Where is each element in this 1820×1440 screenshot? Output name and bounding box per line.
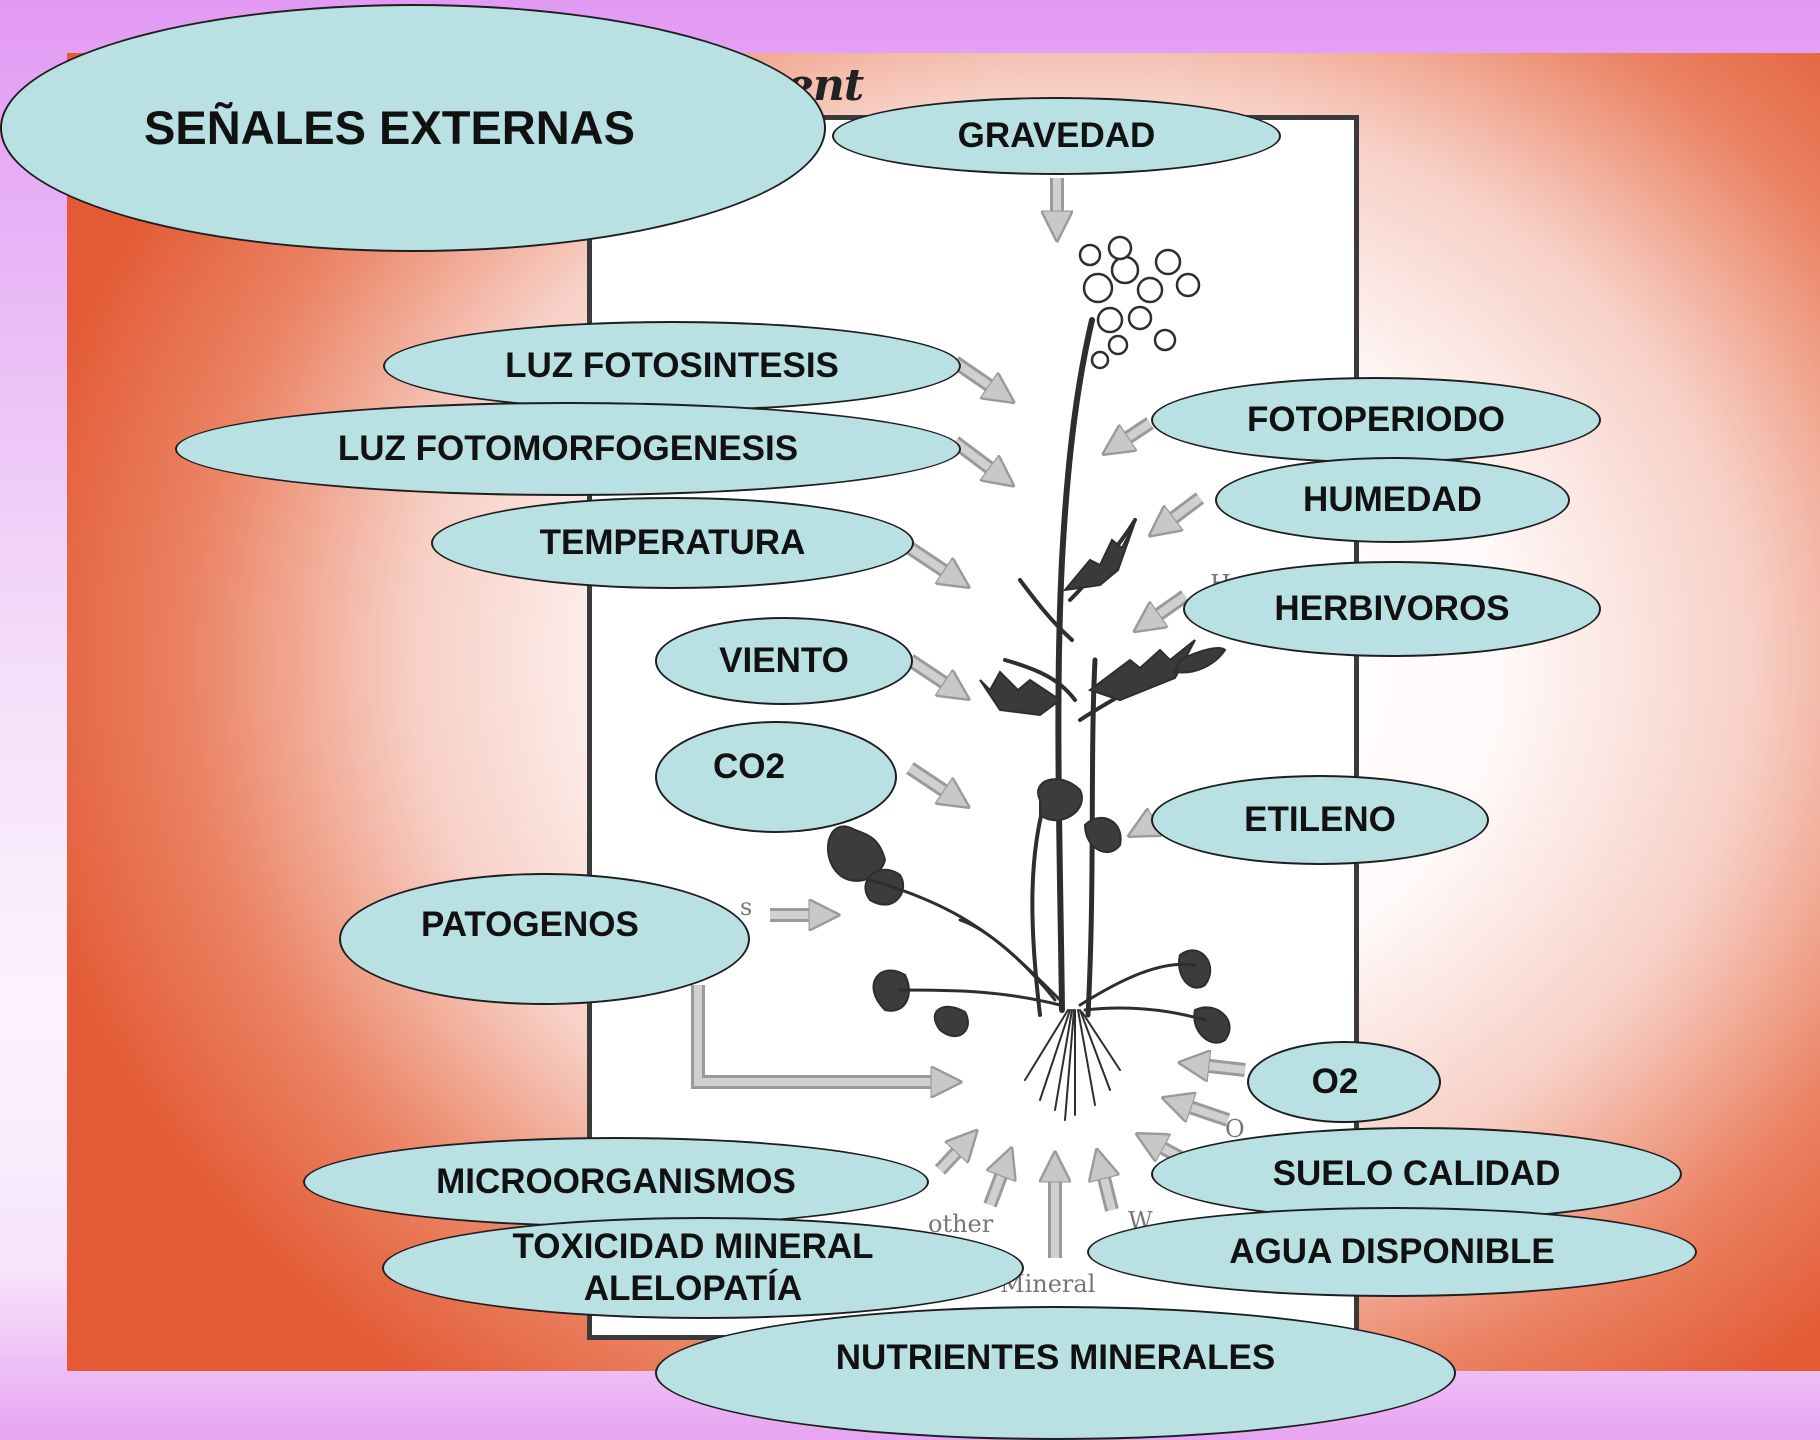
signal-gravedad: GRAVEDAD	[832, 97, 1281, 175]
signal-label: FOTOPERIODO	[1247, 399, 1505, 441]
signal-co2: CO2	[655, 721, 897, 833]
signal-label: GRAVEDAD	[958, 115, 1156, 157]
signal-label: VIENTO	[719, 640, 849, 682]
signal-label: LUZ FOTOSINTESIS	[505, 345, 839, 387]
signal-toxicidad: TOXICIDAD MINERAL ALELOPATÍA	[382, 1217, 1024, 1319]
signal-microorganismos: MICROORGANISMOS	[303, 1137, 929, 1227]
signal-fotoperiodo: FOTOPERIODO	[1151, 377, 1601, 463]
signal-humedad: HUMEDAD	[1215, 457, 1570, 543]
signal-nutrientes: NUTRIENTES MINERALES	[655, 1306, 1456, 1440]
signal-label: TEMPERATURA	[540, 522, 806, 564]
signal-label: NUTRIENTES MINERALES	[836, 1337, 1275, 1379]
signal-label: PATOGENOS	[421, 904, 639, 946]
signal-luz-fotomorfogenesis: LUZ FOTOMORFOGENESIS	[175, 402, 961, 496]
signal-etileno: ETILENO	[1151, 775, 1489, 865]
signal-temperatura: TEMPERATURA	[431, 497, 914, 589]
page-title: SEÑALES EXTERNAS	[144, 100, 635, 156]
signal-label: HUMEDAD	[1303, 479, 1482, 521]
title-oval: SEÑALES EXTERNAS	[0, 4, 826, 252]
signal-label: O2	[1312, 1061, 1359, 1103]
signal-label: ETILENO	[1244, 799, 1396, 841]
signal-label: LUZ FOTOMORFOGENESIS	[338, 428, 798, 470]
signal-label: SUELO CALIDAD	[1273, 1153, 1561, 1195]
signal-label: CO2	[713, 746, 785, 788]
signal-label: TOXICIDAD MINERAL ALELOPATÍA	[512, 1226, 873, 1310]
signal-herbivoros: HERBIVOROS	[1183, 561, 1601, 657]
signal-viento: VIENTO	[655, 617, 913, 705]
signal-label: AGUA DISPONIBLE	[1229, 1231, 1554, 1273]
signal-agua-disponible: AGUA DISPONIBLE	[1087, 1207, 1697, 1297]
signal-label: HERBIVOROS	[1274, 588, 1509, 630]
signal-label: MICROORGANISMOS	[436, 1161, 796, 1203]
signal-luz-fotosintesis: LUZ FOTOSINTESIS	[383, 321, 961, 411]
signal-o2: O2	[1247, 1041, 1441, 1123]
signal-patogenos: PATOGENOS	[339, 873, 750, 1005]
